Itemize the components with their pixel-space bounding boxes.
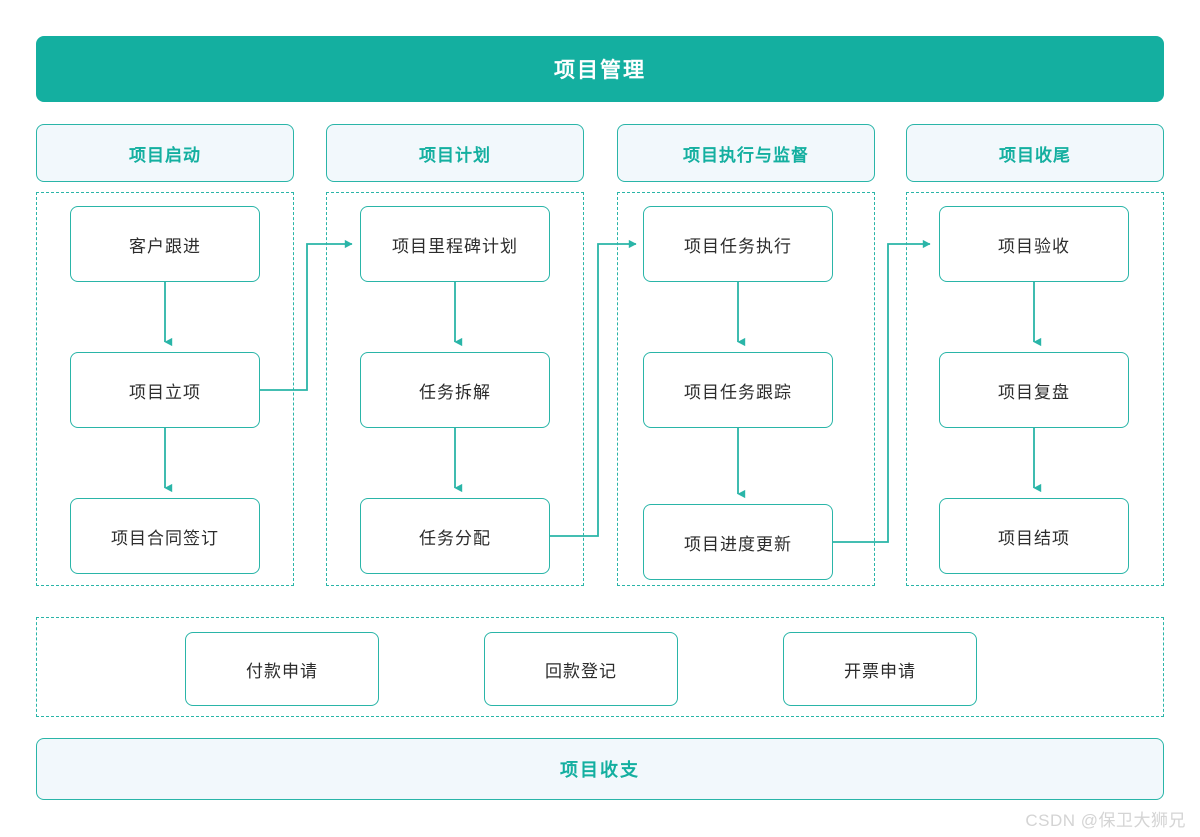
finance-node-payment-request[interactable]: 付款申请 — [185, 632, 379, 706]
node-1-1[interactable]: 客户跟进 — [70, 206, 260, 282]
node-label: 项目进度更新 — [684, 534, 792, 554]
node-label: 任务分配 — [419, 528, 491, 548]
node-2-2[interactable]: 任务拆解 — [360, 352, 550, 428]
footer-bar-project-finance[interactable]: 项目收支 — [36, 738, 1164, 800]
node-3-2[interactable]: 项目任务跟踪 — [643, 352, 833, 428]
phase-header-1[interactable]: 项目启动 — [36, 124, 294, 182]
node-label: 项目合同签订 — [111, 528, 219, 548]
node-1-3[interactable]: 项目合同签订 — [70, 498, 260, 574]
finance-group — [36, 617, 1164, 717]
phase-header-label: 项目收尾 — [999, 145, 1071, 165]
watermark: CSDN @保卫大狮兄 — [1025, 811, 1186, 830]
node-label: 开票申请 — [844, 661, 916, 681]
node-label: 任务拆解 — [419, 382, 491, 402]
node-label: 项目结项 — [998, 528, 1070, 548]
node-label: 客户跟进 — [129, 236, 201, 256]
node-label: 回款登记 — [545, 661, 617, 681]
node-2-3[interactable]: 任务分配 — [360, 498, 550, 574]
phase-header-label: 项目计划 — [419, 145, 491, 165]
node-label: 项目验收 — [998, 236, 1070, 256]
diagram-title-banner: 项目管理 — [36, 36, 1164, 102]
node-label: 项目复盘 — [998, 382, 1070, 402]
phase-header-label: 项目执行与监督 — [683, 145, 809, 165]
footer-label: 项目收支 — [560, 760, 640, 780]
node-4-3[interactable]: 项目结项 — [939, 498, 1129, 574]
finance-node-invoice-request[interactable]: 开票申请 — [783, 632, 977, 706]
node-4-1[interactable]: 项目验收 — [939, 206, 1129, 282]
node-3-3[interactable]: 项目进度更新 — [643, 504, 833, 580]
phase-header-2[interactable]: 项目计划 — [326, 124, 584, 182]
phase-header-label: 项目启动 — [129, 145, 201, 165]
node-4-2[interactable]: 项目复盘 — [939, 352, 1129, 428]
diagram-title: 项目管理 — [554, 59, 646, 82]
node-3-1[interactable]: 项目任务执行 — [643, 206, 833, 282]
node-label: 项目立项 — [129, 382, 201, 402]
node-label: 项目里程碑计划 — [392, 236, 518, 256]
node-1-2[interactable]: 项目立项 — [70, 352, 260, 428]
node-2-1[interactable]: 项目里程碑计划 — [360, 206, 550, 282]
finance-node-receipt-register[interactable]: 回款登记 — [484, 632, 678, 706]
node-label: 付款申请 — [246, 661, 318, 681]
node-label: 项目任务跟踪 — [684, 382, 792, 402]
node-label: 项目任务执行 — [684, 236, 792, 256]
phase-header-3[interactable]: 项目执行与监督 — [617, 124, 875, 182]
phase-header-4[interactable]: 项目收尾 — [906, 124, 1164, 182]
